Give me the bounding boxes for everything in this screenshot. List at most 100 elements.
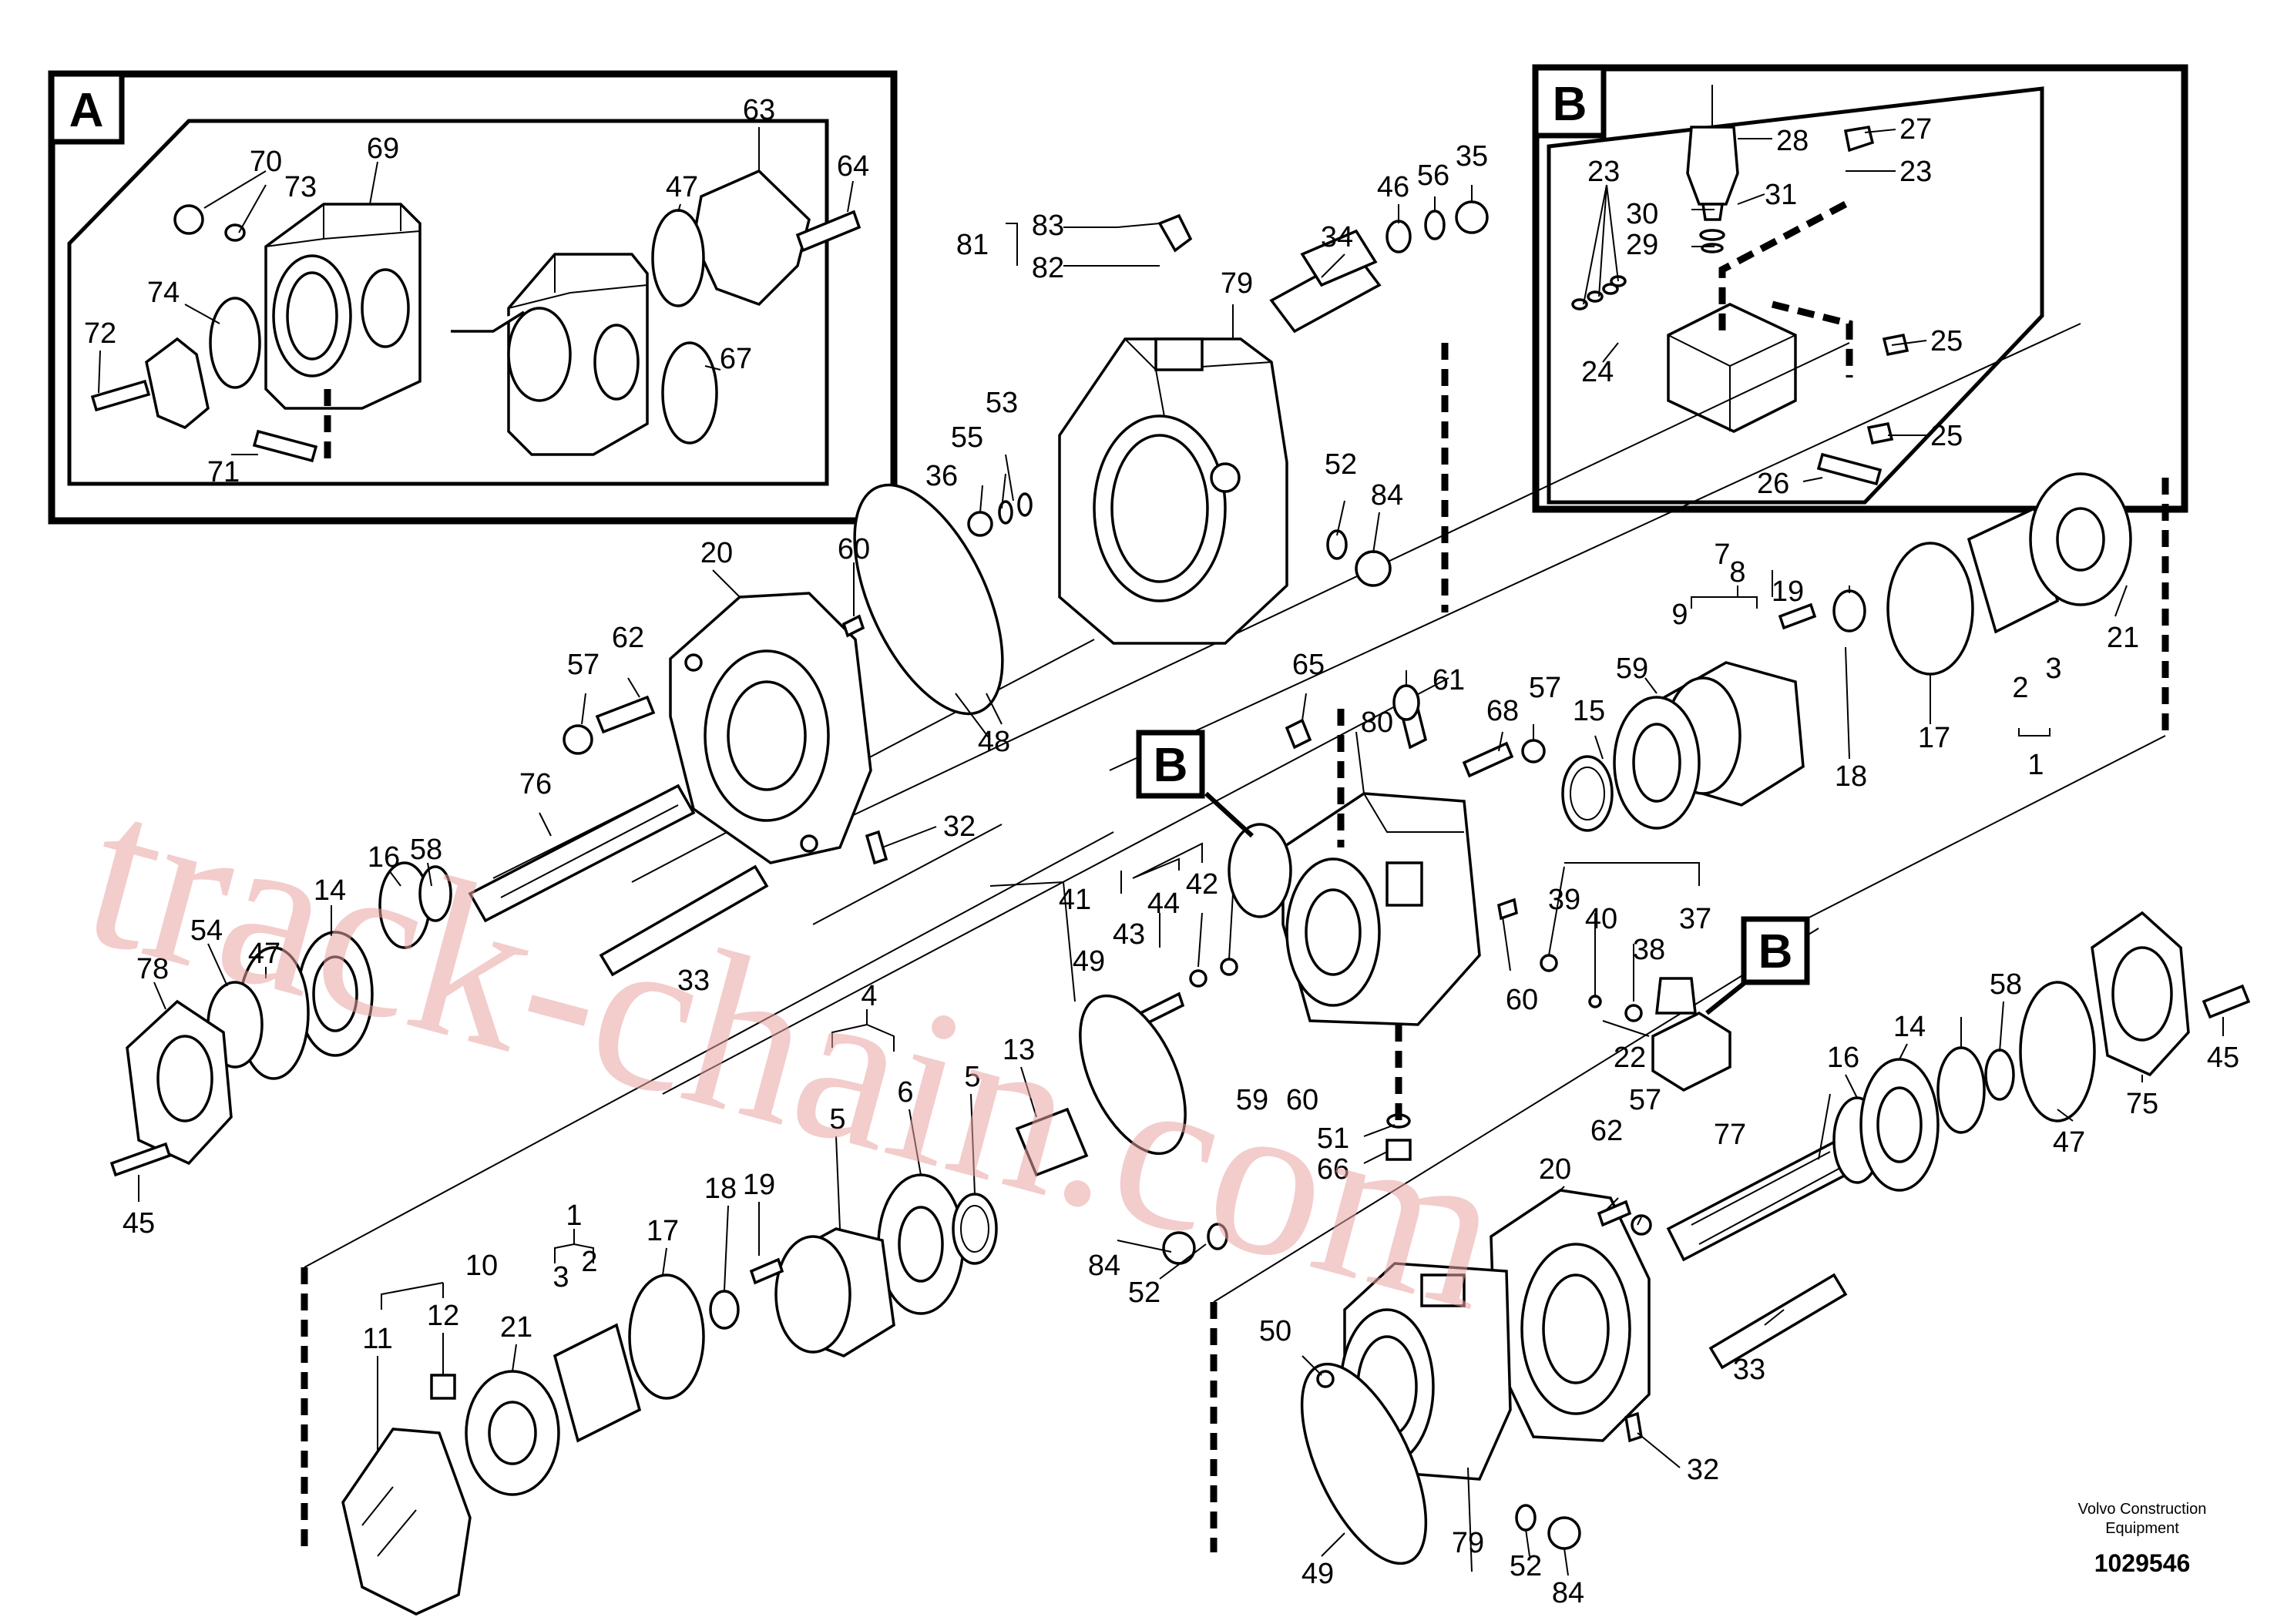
solenoid-block-22-icon xyxy=(1651,977,1731,1092)
label-47: 47 xyxy=(666,171,698,203)
inset-b-letter: B xyxy=(1553,78,1587,131)
callout: 47 xyxy=(2053,1126,2085,1159)
callout: 45 xyxy=(2207,1042,2239,1074)
callout: 20 xyxy=(700,537,733,569)
callout: 38 xyxy=(1633,934,1665,966)
callout: 78 xyxy=(136,953,169,985)
o-ring-74-icon xyxy=(209,297,261,389)
callout: 16 xyxy=(368,841,400,874)
bearing-13-icon xyxy=(1015,1107,1089,1177)
callout: 75 xyxy=(2126,1088,2158,1120)
callout: 58 xyxy=(410,834,442,866)
valve-block-icon xyxy=(1667,303,1797,433)
callout: 84 xyxy=(1088,1250,1120,1282)
plug-70-icon xyxy=(173,204,204,235)
callout: 54 xyxy=(190,914,223,947)
callout: 2 xyxy=(2012,672,2028,704)
bolt-71-icon xyxy=(252,429,318,463)
callout: 53 xyxy=(986,387,1018,419)
callout: 42 xyxy=(1186,868,1218,901)
callout: 47 xyxy=(248,938,280,970)
callout: 36 xyxy=(925,460,958,492)
bolt-33-icon xyxy=(599,864,769,977)
callout: 3 xyxy=(553,1261,569,1293)
callout: 52 xyxy=(1510,1550,1542,1582)
callout: 66 xyxy=(1317,1153,1349,1186)
callout: 68 xyxy=(1486,695,1519,727)
o-ring-67-icon xyxy=(661,341,718,445)
small-cover-icon xyxy=(145,337,210,430)
retainer-17-icon xyxy=(1886,542,1974,676)
label-29: 29 xyxy=(1626,229,1658,261)
label-25a: 25 xyxy=(1930,325,1963,357)
callout: 13 xyxy=(1003,1034,1035,1066)
callout: 33 xyxy=(677,965,710,997)
label-67: 67 xyxy=(720,343,752,375)
pin-65-icon xyxy=(1285,718,1312,750)
inset-a-letter-box xyxy=(49,71,125,145)
callout: 50 xyxy=(1259,1315,1291,1347)
nut-57-icon xyxy=(563,724,593,755)
callout: 59 xyxy=(1236,1084,1268,1116)
ref-box-b1: B xyxy=(1136,730,1254,838)
center-housing-80-icon xyxy=(1281,792,1481,1026)
snap-ring-58b-icon xyxy=(1984,1049,2015,1101)
callout: 79 xyxy=(1452,1527,1484,1559)
o-ring-30-icon xyxy=(1699,229,1725,241)
plug-25b-icon xyxy=(1866,421,1894,445)
callout: 49 xyxy=(1302,1558,1334,1590)
callout-labels: 83 81 82 79 34 46 56 35 53 55 36 52 84 2… xyxy=(123,140,2239,1609)
callout: 84 xyxy=(1371,479,1403,512)
label-24: 24 xyxy=(1581,356,1614,388)
o-ring-49-icon xyxy=(1079,994,1187,1156)
callout: 60 xyxy=(1286,1084,1318,1116)
label-73: 73 xyxy=(284,171,317,203)
callout: 60 xyxy=(1506,984,1538,1016)
callout: 81 xyxy=(956,229,989,261)
o-ring-42-icon xyxy=(1228,823,1292,918)
callout: 62 xyxy=(1590,1115,1623,1147)
callout: 14 xyxy=(314,874,346,907)
callout: 45 xyxy=(123,1207,155,1240)
plug-84-icon xyxy=(1355,550,1392,587)
label-23a: 23 xyxy=(1899,156,1932,188)
callout: 20 xyxy=(1539,1153,1571,1186)
label-26: 26 xyxy=(1757,468,1789,500)
label-25b: 25 xyxy=(1930,420,1963,452)
stud-62-icon xyxy=(595,695,656,734)
nut-35-icon xyxy=(1455,200,1489,234)
inset-a: A 63 xyxy=(48,70,898,525)
shaft-76-icon xyxy=(468,783,696,923)
document-number: 1029546 xyxy=(2094,1549,2191,1577)
bolt-45-icon xyxy=(109,1142,172,1177)
svg-text:B: B xyxy=(1758,925,1793,978)
nut-57b-icon xyxy=(1521,739,1546,763)
o-ring-47b-icon xyxy=(2019,981,2096,1122)
callout: 21 xyxy=(500,1311,532,1344)
compensator-assembly-icon xyxy=(507,253,649,456)
label-27: 27 xyxy=(1899,113,1932,146)
plug-38-icon xyxy=(1624,1004,1643,1022)
spring-19b-icon xyxy=(749,1257,784,1285)
callout: 19 xyxy=(743,1169,775,1201)
port-block-left-icon xyxy=(669,592,872,864)
callout: 33 xyxy=(1733,1354,1765,1386)
callout: 2 xyxy=(581,1246,597,1278)
o-ring-52c-icon xyxy=(1515,1504,1537,1532)
callout: 10 xyxy=(465,1250,498,1282)
flange-75-icon xyxy=(2091,911,2190,1077)
label-70: 70 xyxy=(250,146,282,178)
label-72: 72 xyxy=(84,317,116,350)
callout: 17 xyxy=(1918,722,1950,754)
pin-32-icon xyxy=(865,830,888,865)
callout: 40 xyxy=(1585,903,1617,935)
flange-78-icon xyxy=(126,999,233,1166)
callout: 32 xyxy=(1687,1454,1719,1486)
callout: 43 xyxy=(1113,918,1145,951)
callout: 65 xyxy=(1292,649,1325,681)
callout: 49 xyxy=(1073,945,1105,978)
callout: 79 xyxy=(1221,267,1253,300)
label-31: 31 xyxy=(1765,179,1797,211)
